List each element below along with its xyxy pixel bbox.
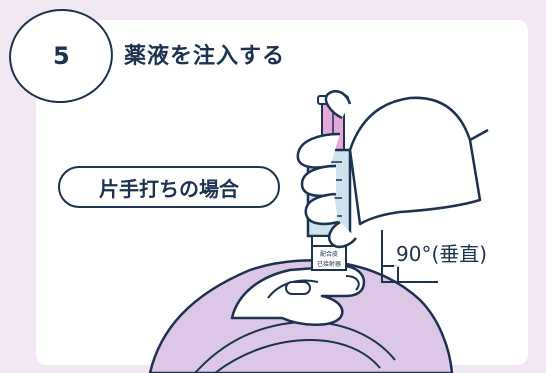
pinching-hand: [230, 264, 366, 326]
angle-label: 90°(垂直): [394, 238, 490, 267]
case-label: 片手打ちの場合: [58, 166, 280, 208]
syringe-label-line2: 已接射器: [317, 260, 341, 268]
step-title: 薬液を注入する: [124, 44, 286, 69]
syringe-label-line1: 配合皮: [320, 250, 338, 258]
angle-indicator: [381, 230, 438, 283]
holding-hand: [296, 90, 489, 249]
step-number: 5: [52, 42, 70, 71]
